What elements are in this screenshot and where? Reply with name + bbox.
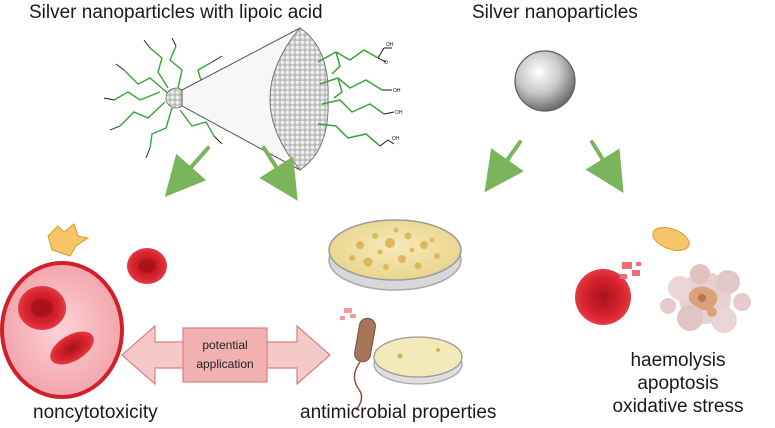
white-blood-cell (0, 261, 124, 399)
arrow-from-silver-right (585, 140, 624, 194)
double-arrow-line1: potential (202, 338, 248, 352)
toxic-effects-list: haemolysis apoptosis oxidative stress (583, 349, 773, 418)
svg-text:OH: OH (392, 136, 400, 142)
zoomed-nanoparticle-surface: OH O OH OH OH (269, 27, 403, 171)
platelet (47, 223, 90, 257)
noncytotoxicity-label: noncytotoxicity (33, 402, 158, 423)
apoptosis-label: apoptosis (637, 373, 719, 394)
petri-dish-small (373, 336, 463, 385)
haemolysed-red-cell (575, 269, 631, 325)
petri-dish-large (328, 219, 462, 291)
title-silver-nanoparticles: Silver nanoparticles (472, 2, 638, 23)
oxidative-stress-label: oxidative stress (612, 396, 744, 417)
shrunken-cell (652, 227, 690, 251)
bacterium (340, 308, 376, 411)
arrow-to-antimicrobial (259, 146, 298, 201)
arrow-to-noncytotoxicity (164, 146, 210, 197)
inner-red-cell (50, 331, 94, 365)
svg-text:OH: OH (395, 110, 403, 116)
potential-application-double-arrow (121, 324, 331, 386)
double-arrow-line2: application (196, 357, 254, 371)
toxic-effects-graphics (575, 227, 751, 333)
haemolysis-burst (620, 262, 641, 279)
antimicrobial-properties-label: antimicrobial properties (300, 402, 497, 423)
haemolysis-label: haemolysis (630, 350, 726, 371)
svg-text:OH: OH (386, 42, 394, 48)
svg-text:O: O (384, 60, 388, 66)
green-arrows (164, 140, 624, 201)
title-lipoic-acid-nanoparticles: Silver nanoparticles with lipoic acid (29, 2, 323, 23)
svg-text:OH: OH (393, 88, 401, 94)
silver-nanoparticle-sphere (514, 50, 576, 112)
cells-group (0, 223, 167, 399)
arrow-from-silver-left (484, 140, 524, 193)
apoptotic-cell-cluster (660, 264, 751, 333)
